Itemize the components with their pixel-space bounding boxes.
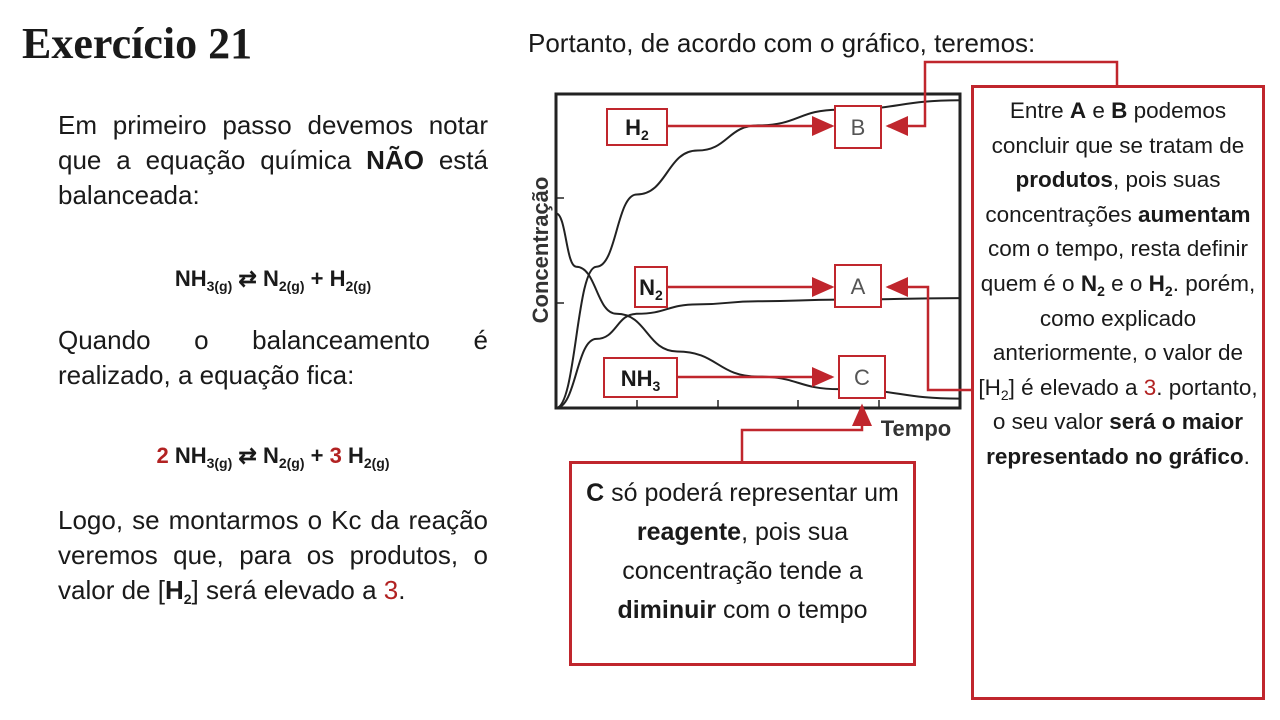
intro-emphasis: NÃO — [366, 145, 424, 175]
curve-label-a: A — [834, 264, 882, 308]
coefficient-h2: 3 — [329, 443, 342, 468]
label-h2: H2 — [606, 108, 668, 146]
x-axis-label: Tempo — [881, 416, 951, 441]
y-axis-label: Concentração — [528, 177, 553, 324]
label-n2: N2 — [634, 266, 668, 308]
chart-frame — [554, 92, 962, 410]
reagent-explanation-box: C só poderá representar um reagente, poi… — [569, 461, 916, 666]
arrow-box-to-b — [885, 60, 1119, 136]
intro-paragraph: Em primeiro passo devemos notar que a eq… — [58, 108, 488, 213]
coefficient-nh3: 2 — [156, 443, 169, 468]
curve-label-c: C — [838, 355, 886, 399]
arrow-box-to-c — [740, 403, 872, 461]
arrow-box-to-a — [885, 277, 971, 392]
products-explanation-box: Entre A e B podemos concluir que se trat… — [971, 85, 1265, 700]
intro-text: Em primeiro passo devemos notar que a eq… — [58, 110, 488, 175]
intro-text-end: está balanceada: — [58, 145, 488, 210]
balanced-equation: 2 NH3(g) ⇄ N2(g) + 3 H2(g) — [156, 443, 390, 471]
curve-label-b: B — [834, 105, 882, 149]
graph-intro: Portanto, de acordo com o gráfico, terem… — [528, 28, 1036, 58]
label-nh3: NH3 — [603, 357, 678, 398]
balance-paragraph: Quando o balanceamento é realizado, a eq… — [58, 325, 488, 390]
page-title: Exercício 21 — [22, 19, 253, 68]
unbalanced-equation: NH3(g) ⇄ N2(g) + H2(g) — [174, 266, 372, 294]
kc-paragraph: Logo, se montarmos o Kc da reação veremo… — [58, 505, 488, 607]
